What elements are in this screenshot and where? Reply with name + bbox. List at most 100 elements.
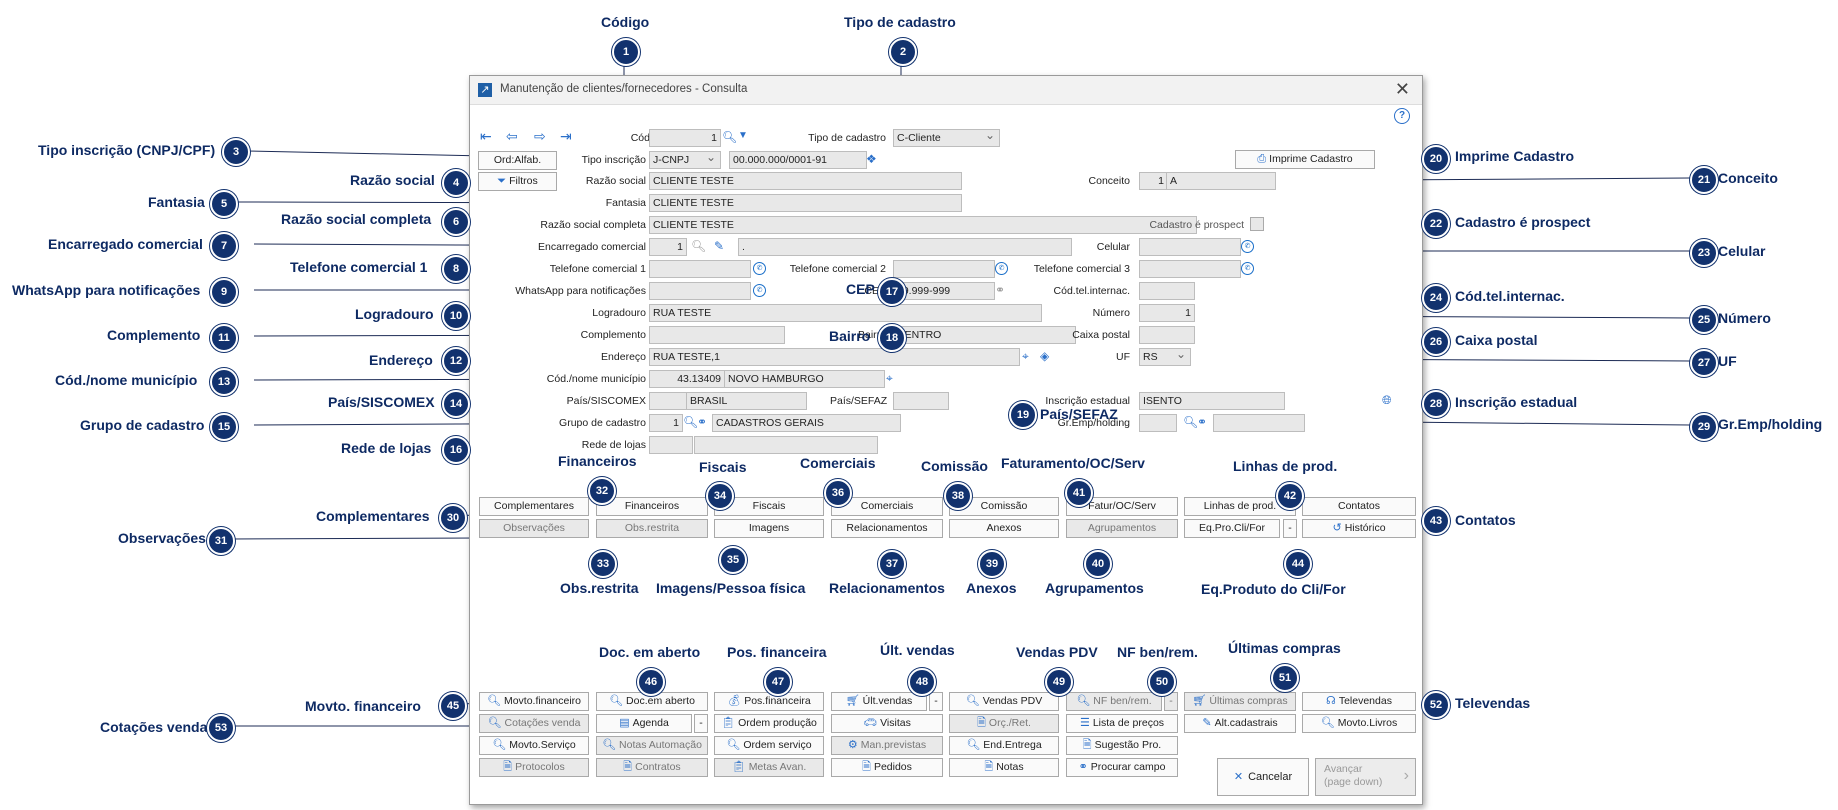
nf-ben-rem-button[interactable]: 🔍︎NF ben/rem. [1066, 692, 1162, 711]
rede-name-field[interactable] [694, 436, 878, 454]
cep-field[interactable]: 99.999-999 [893, 282, 995, 300]
tab-eq-pro-cli-for[interactable]: Eq.Pro.Cli/For [1184, 519, 1280, 538]
man-previstas-button[interactable]: ⚙Man.previstas [831, 736, 943, 755]
tel-internac-field[interactable] [1139, 282, 1195, 300]
tab-comerciais[interactable]: Comerciais [831, 497, 943, 516]
pedidos-button[interactable]: 🗎Pedidos [831, 758, 943, 777]
search-icon[interactable]: 🔍︎ [683, 415, 699, 429]
ult-vendas-button[interactable]: 🛒︎Últ.vendas [831, 692, 927, 711]
municipio-code-field[interactable]: 43.13409 [649, 370, 725, 388]
filtros-button[interactable]: ⏷Filtros [478, 172, 557, 191]
ordem-producao-button[interactable]: 📋︎Ordem produção [714, 714, 824, 733]
tipo-cadastro-select[interactable]: C-Cliente [893, 127, 1000, 147]
bairro-field[interactable]: CENTRO [893, 326, 1076, 344]
procurar-campo-button[interactable]: ⚭Procurar campo [1066, 758, 1178, 777]
movto-financeiro-button[interactable]: 🔍︎Movto.financeiro [479, 692, 589, 711]
ord-alfab-button[interactable]: Ord:Alfab. [478, 151, 557, 170]
endereco-field[interactable]: RUA TESTE,1 [649, 348, 1020, 366]
eq-pro-dropdown-button[interactable]: - [1283, 519, 1297, 538]
tab-historico[interactable]: ↺Histórico [1302, 519, 1416, 538]
whatsapp-icon[interactable]: ✆ [995, 262, 1008, 275]
protocolos-button[interactable]: 🗎Protocolos [479, 758, 589, 777]
celular-field[interactable] [1139, 238, 1241, 256]
conceito-code-field[interactable]: 1 [1139, 172, 1168, 190]
edit-icon[interactable]: ✎ [714, 239, 725, 253]
search-icon[interactable]: 🔍︎ [1183, 415, 1199, 429]
visitas-button[interactable]: 🚗︎Visitas [831, 714, 943, 733]
cotacoes-venda-button[interactable]: 🔍︎Cotações venda [479, 714, 589, 733]
close-icon[interactable]: ✕ [1394, 79, 1410, 99]
pais-sefaz-field[interactable] [893, 392, 949, 410]
encarregado-name-field[interactable]: . [738, 238, 1072, 256]
doc-em-aberto-button[interactable]: 🔍︎Doc.em aberto [596, 692, 708, 711]
globe-icon[interactable]: 🌐︎ [1382, 393, 1392, 407]
cancelar-button[interactable]: ✕Cancelar [1217, 758, 1309, 796]
tab-financeiros[interactable]: Financeiros [596, 497, 708, 516]
vendas-pdv-button[interactable]: 🔍︎Vendas PDV [949, 692, 1059, 711]
tab-anexos[interactable]: Anexos [949, 519, 1059, 538]
imprime-cadastro-button[interactable]: ⎙Imprime Cadastro [1235, 150, 1375, 169]
contratos-button[interactable]: 🗎Contratos [596, 758, 708, 777]
agenda-dropdown-button[interactable]: - [694, 714, 708, 733]
pais-code-field[interactable] [649, 392, 687, 410]
last-record-icon[interactable]: ⇥ [560, 128, 572, 144]
ult-vendas-dropdown-button[interactable]: - [929, 692, 943, 711]
whatsapp-icon[interactable]: ✆ [1241, 240, 1254, 253]
cnpj-field[interactable]: 00.000.000/0001-91 [729, 151, 867, 169]
complemento-field[interactable] [649, 326, 785, 344]
notas-button[interactable]: 🗎Notas [949, 758, 1059, 777]
sugestao-pro-button[interactable]: 🗎Sugestão Pro. [1066, 736, 1178, 755]
avancar-button[interactable]: Avançar (page down) › [1315, 758, 1416, 796]
next-record-icon[interactable]: ⇨ [534, 128, 546, 144]
tab-fatur-oc-serv[interactable]: Fatur/OC/Serv [1066, 497, 1178, 516]
tel2-field[interactable] [893, 260, 995, 278]
razao-social-field[interactable]: CLIENTE TESTE [649, 172, 962, 190]
previous-record-icon[interactable]: ⇦ [506, 128, 518, 144]
tab-obs-restrita[interactable]: Obs.restrita [596, 519, 708, 538]
whatsapp-field[interactable] [649, 282, 751, 300]
lista-precos-button[interactable]: ☰Lista de preços [1066, 714, 1178, 733]
map-pin-icon[interactable]: ⌖ [1022, 349, 1029, 363]
uf-select[interactable]: RS [1139, 346, 1191, 366]
tel3-field[interactable] [1139, 260, 1241, 278]
help-icon[interactable]: ? [1394, 108, 1410, 124]
whatsapp-icon[interactable]: ✆ [1241, 262, 1254, 275]
dropdown-arrow-icon[interactable]: ▼ [738, 130, 748, 141]
binoculars-icon[interactable]: ⚭ [995, 283, 1006, 297]
whatsapp-icon[interactable]: ✆ [753, 262, 766, 275]
televendas-button[interactable]: ☊Televendas [1302, 692, 1416, 711]
tab-relacionamentos[interactable]: Relacionamentos [831, 519, 943, 538]
tab-imagens[interactable]: Imagens [714, 519, 824, 538]
tel1-field[interactable] [649, 260, 751, 278]
tab-complementares[interactable]: Complementares [479, 497, 589, 516]
notas-automacao-button[interactable]: 🔍︎Notas Automação [596, 736, 708, 755]
whatsapp-icon[interactable]: ✆ [753, 284, 766, 297]
first-record-icon[interactable]: ⇤ [480, 128, 492, 144]
inscricao-estadual-field[interactable]: ISENTO [1139, 392, 1285, 410]
tab-agrupamentos[interactable]: Agrupamentos [1066, 519, 1178, 538]
metas-avan-button[interactable]: 📋︎Metas Avan. [714, 758, 824, 777]
tab-linhas-prod[interactable]: Linhas de prod. [1184, 497, 1296, 516]
alt-cadastrais-button[interactable]: ✎Alt.cadastrais [1184, 714, 1296, 733]
rede-code-field[interactable] [649, 436, 693, 454]
razao-completa-field[interactable]: CLIENTE TESTE [649, 216, 1197, 234]
logradouro-field[interactable]: RUA TESTE [649, 304, 1042, 322]
tab-observacoes[interactable]: Observações [479, 519, 589, 538]
map-pin-icon[interactable]: ⌖ [886, 371, 893, 385]
dropbox-icon[interactable]: ❖ [866, 152, 877, 166]
binoculars-icon[interactable]: ⚭ [1197, 415, 1208, 429]
search-icon[interactable]: 🔍︎ [722, 130, 738, 144]
caixa-postal-field[interactable] [1139, 326, 1195, 344]
pais-name-field[interactable]: BRASIL [686, 392, 807, 410]
directions-icon[interactable]: ◈ [1040, 349, 1050, 363]
end-entrega-button[interactable]: 🔍︎End.Entrega [949, 736, 1059, 755]
pos-financeira-button[interactable]: 💰︎Pos.financeira [714, 692, 824, 711]
encarregado-code-field[interactable]: 1 [649, 238, 687, 256]
conceito-name-field[interactable]: A [1166, 172, 1276, 190]
binoculars-icon[interactable]: ⚭ [697, 415, 708, 429]
numero-field[interactable]: 1 [1139, 304, 1195, 322]
agenda-button[interactable]: ▤Agenda [596, 714, 692, 733]
holding-code-field[interactable] [1139, 414, 1177, 432]
tab-comissao[interactable]: Comissão [949, 497, 1059, 516]
movto-livros-button[interactable]: 🔍︎Movto.Livros [1302, 714, 1416, 733]
